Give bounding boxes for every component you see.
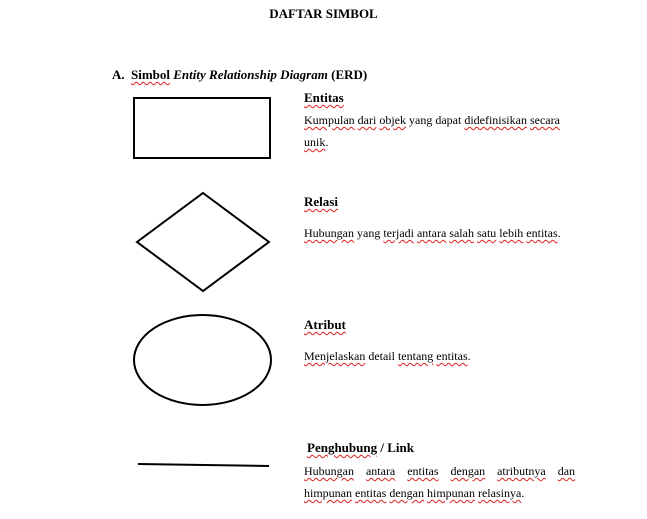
section-number: A.: [112, 67, 125, 82]
symbol-desc-atribut: Menjelaskan detail tentang entitas.: [304, 349, 471, 363]
symbol-desc-entitas: Kumpulan dari objek yang dapat didefinis…: [304, 113, 560, 149]
relation-diamond-symbol: [135, 191, 271, 293]
attribute-ellipse-symbol: [133, 314, 272, 406]
page-title: DAFTAR SIMBOL: [269, 6, 378, 21]
symbol-name-relasi: Relasi: [304, 194, 338, 209]
symbol-name-atribut: Atribut: [304, 317, 346, 332]
section-word-simbol: Simbol: [131, 67, 171, 82]
section-italic-phrase: Entity Relationship Diagram: [173, 67, 328, 82]
symbol-name-penghubung: Penghubung / Link: [307, 440, 414, 455]
section-heading: A. Simbol Entity Relationship Diagram (ER…: [112, 67, 367, 83]
section-suffix: (ERD): [331, 67, 368, 82]
symbol-desc-relasi: Hubungan yang terjadi antara salah satu …: [304, 226, 561, 240]
symbol-name-entitas: Entitas: [304, 90, 344, 105]
symbol-desc-penghubung: Hubungan antara entitas dengan atributny…: [304, 464, 576, 500]
entity-rectangle-symbol: [133, 97, 271, 159]
link-line-symbol: [137, 463, 270, 467]
